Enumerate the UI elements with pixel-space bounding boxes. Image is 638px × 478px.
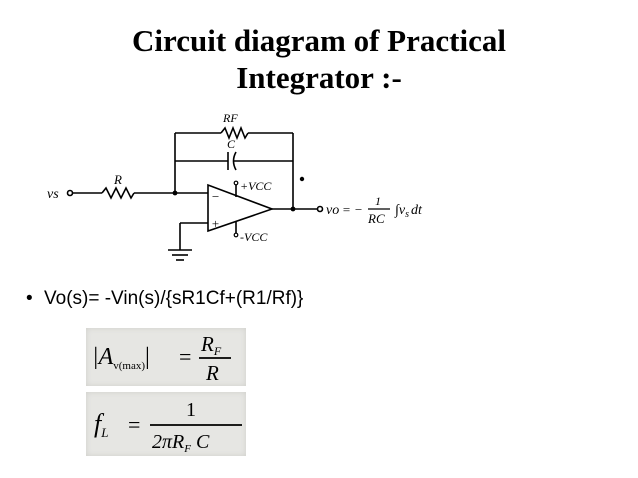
output-label: vo bbox=[326, 203, 339, 218]
fraction-denominator: RC bbox=[367, 211, 385, 226]
rf-label: RF bbox=[222, 111, 238, 125]
capacitor-plate-2 bbox=[232, 151, 237, 171]
stray-dot bbox=[299, 176, 305, 182]
vcc-pos-label: +VCC bbox=[240, 179, 272, 193]
freq-lhs: f bbox=[94, 409, 105, 438]
svg-text:2πRF C: 2πRF C bbox=[152, 431, 210, 455]
gain-equals: = bbox=[179, 344, 191, 369]
op-amp bbox=[207, 183, 275, 233]
minus-input-sign: − bbox=[211, 189, 220, 204]
cutoff-frequency-formula: fL = 1 2πRF C bbox=[86, 392, 246, 456]
bullet-marker: • bbox=[26, 288, 33, 309]
gain-denominator: R bbox=[205, 361, 219, 385]
slide-title: Circuit diagram of Practical Integrator … bbox=[0, 22, 638, 96]
gain-numerator: R bbox=[200, 332, 214, 356]
c-label: C bbox=[227, 137, 236, 151]
input-label: vs bbox=[47, 187, 59, 202]
r-label: R bbox=[113, 172, 122, 187]
input-terminal bbox=[66, 189, 74, 197]
title-line-2: Integrator :- bbox=[236, 60, 402, 95]
fraction-numerator: 1 bbox=[375, 194, 381, 208]
title-line-1: Circuit diagram of Practical bbox=[132, 23, 506, 58]
freq-denominator: 2πR bbox=[152, 431, 184, 453]
svg-text:|Av(max)|: |Av(max)| bbox=[92, 344, 150, 372]
svg-text:RF: RF bbox=[200, 332, 222, 358]
gain-formula: |Av(max)| = RF R bbox=[86, 328, 246, 386]
freq-numerator: 1 bbox=[186, 399, 196, 421]
input-resistor bbox=[101, 186, 135, 200]
transfer-function-bullet: • Vo(s)= -Vin(s)/{sR1Cf+(R1/Rf)} bbox=[26, 287, 303, 311]
plus-input-sign: + bbox=[211, 216, 220, 231]
output-equation: = − bbox=[342, 202, 363, 217]
freq-equals: = bbox=[128, 412, 140, 437]
gain-lhs: |A bbox=[92, 344, 114, 370]
output-terminal bbox=[316, 205, 324, 213]
bullet-text: Vo(s)= -Vin(s)/{sR1Cf+(R1/Rf)} bbox=[44, 288, 304, 309]
gain-lhs-sub: v(max) bbox=[113, 360, 145, 372]
feedback-resistor bbox=[220, 125, 249, 141]
vcc-neg-label: -VCC bbox=[240, 230, 268, 244]
svg-text:fL: fL bbox=[94, 409, 108, 440]
